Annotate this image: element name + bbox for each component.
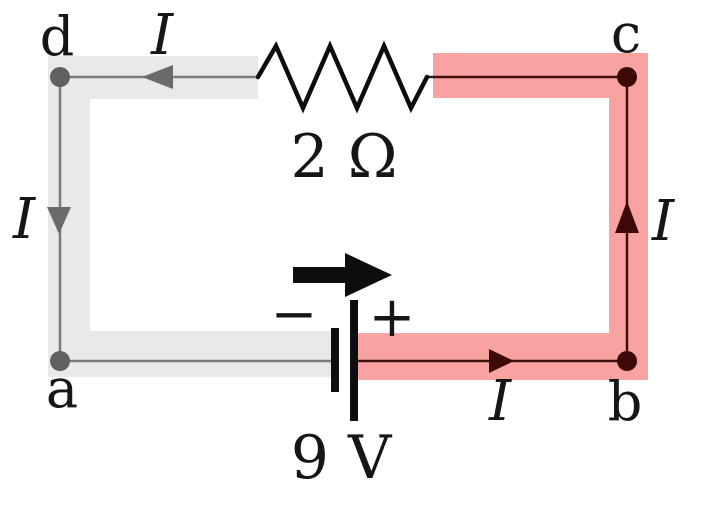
battery-negative-plate [331, 328, 339, 392]
node-a-dot [50, 351, 70, 371]
highlight-path-left [48, 56, 331, 377]
emf-direction-arrow-icon [293, 253, 392, 297]
current-label-left: I [12, 187, 37, 252]
current-arrow-left-icon [47, 207, 71, 234]
current-arrow-right-icon [615, 201, 639, 233]
resistor-zigzag [255, 40, 430, 114]
current-arrow-top-icon [142, 65, 173, 89]
battery-voltage-label: 9 V [291, 423, 393, 493]
battery-minus-sign: − [271, 282, 318, 347]
node-d-dot [50, 67, 70, 87]
node-b-label: b [608, 370, 643, 433]
node-c-dot [617, 67, 637, 87]
battery-plus-sign: + [369, 285, 416, 350]
node-c-label: c [611, 2, 641, 65]
current-label-right: I [651, 189, 676, 254]
node-b-dot [617, 351, 637, 371]
resistor-value-label: 2 Ω [291, 122, 398, 192]
node-a-label: a [46, 357, 78, 420]
node-d-label: d [40, 5, 75, 68]
current-label-top: I [150, 3, 175, 68]
battery-positive-plate [350, 300, 358, 421]
current-arrow-bottom-icon [489, 349, 514, 373]
current-label-bottom: I [488, 369, 513, 434]
